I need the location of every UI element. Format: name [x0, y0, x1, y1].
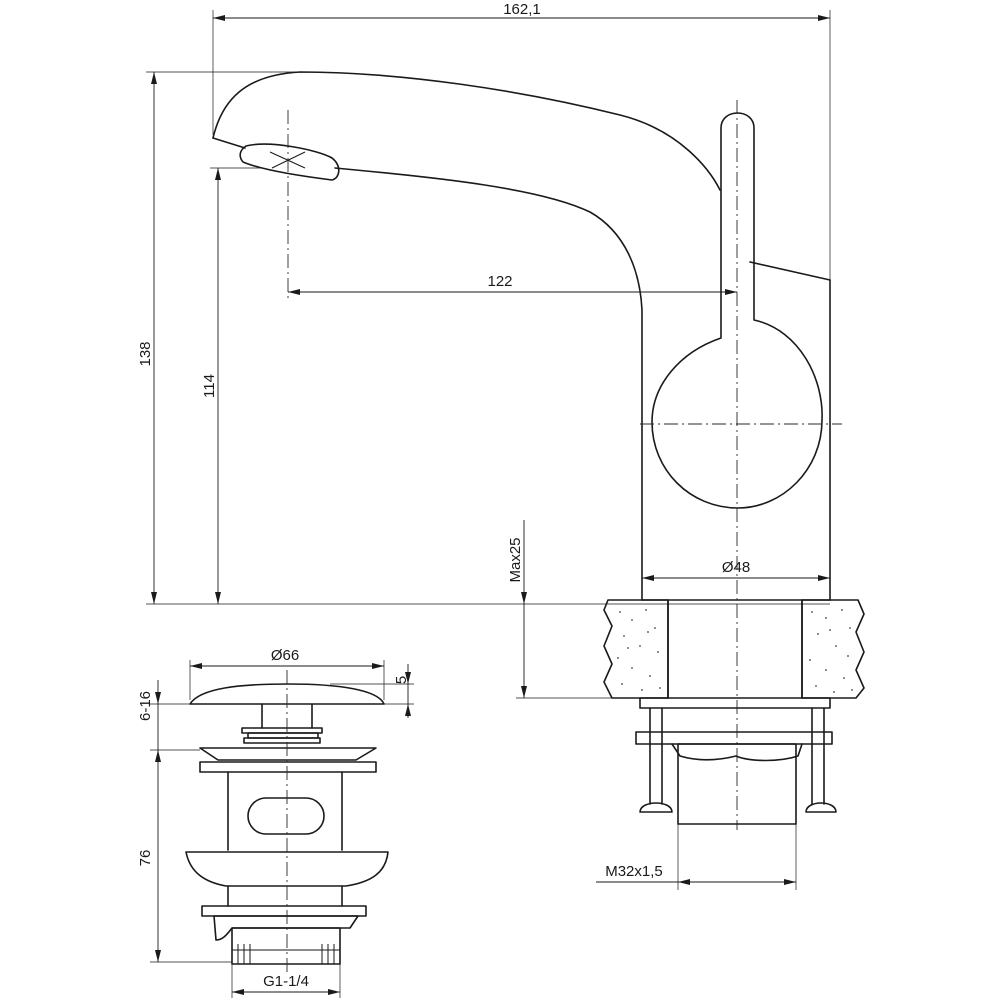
- dim-overall-width: [212, 10, 831, 280]
- dim-spout-height-label: 114: [201, 374, 218, 398]
- lever-handle: [651, 112, 823, 509]
- dim-drain-cap-lift-label: 5: [393, 676, 410, 684]
- drain-body: [185, 747, 389, 965]
- dim-overall-width-label: 162,1: [503, 1, 541, 18]
- dim-body-diameter-label: Ø48: [722, 559, 750, 576]
- faucet-outline: [212, 71, 831, 601]
- aerator: [239, 143, 340, 181]
- dim-drain-cap-range: [150, 680, 200, 762]
- dim-spout-reach-label: 122: [487, 273, 512, 290]
- dim-overall-height-label: 138: [137, 341, 154, 366]
- dim-body-diameter: [642, 575, 830, 581]
- dim-thread-label: M32x1,5: [605, 863, 663, 880]
- dim-drain-cap-diameter-label: Ø66: [271, 647, 299, 664]
- dim-drain-length: [150, 750, 232, 963]
- mounting-hardware: [635, 599, 837, 825]
- dim-drain-length-label: 76: [137, 850, 154, 867]
- dim-drain-cap-diameter: [189, 660, 385, 700]
- dim-drain-thread-label: G1-1/4: [263, 973, 309, 990]
- countertop-texture: [617, 609, 853, 693]
- dim-spout-height: [210, 167, 260, 604]
- dim-thread: [596, 824, 797, 890]
- dim-max-counter-label: Max25: [507, 537, 524, 582]
- dim-overall-height: [146, 71, 830, 605]
- faucet-centerlines: [287, 100, 842, 830]
- dim-drain-thread: [231, 964, 341, 998]
- dim-drain-cap-range-label: 6-16: [137, 691, 154, 721]
- dim-spout-reach: [288, 289, 737, 295]
- dim-drain-cap-lift: [330, 664, 414, 718]
- dim-max-counter: [516, 520, 612, 699]
- drain-cap: [189, 683, 385, 744]
- countertop: [603, 599, 865, 699]
